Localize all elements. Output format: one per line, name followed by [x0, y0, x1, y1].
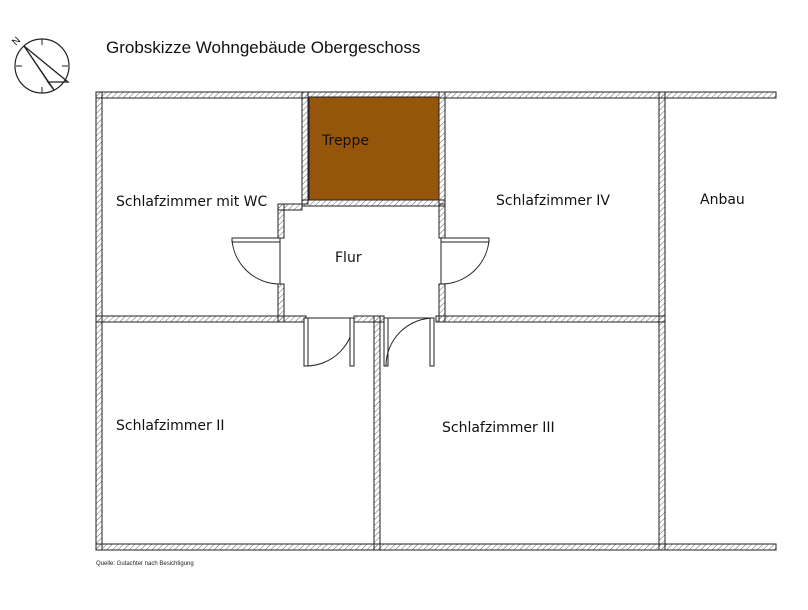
plan-title: Grobskizze Wohngebäude Obergeschoss — [106, 38, 421, 57]
room-label-anbau: Anbau — [700, 192, 745, 208]
doors — [231, 237, 490, 367]
room-label-schlafzimmer-ii: Schlafzimmer II — [116, 418, 225, 434]
room-label-schlafzimmer-iii: Schlafzimmer III — [442, 420, 555, 436]
room-label-schlafzimmer-wc: Schlafzimmer mit WC — [116, 194, 268, 210]
source-note: Quelle: Gutachter nach Besichtigung — [96, 561, 194, 567]
stair-area — [308, 96, 440, 201]
room-label-flur: Flur — [335, 250, 362, 266]
room-label-schlafzimmer-iv: Schlafzimmer IV — [496, 193, 610, 209]
compass-icon — [14, 38, 70, 94]
room-label-treppe: Treppe — [322, 133, 369, 149]
walls — [95, 91, 777, 551]
